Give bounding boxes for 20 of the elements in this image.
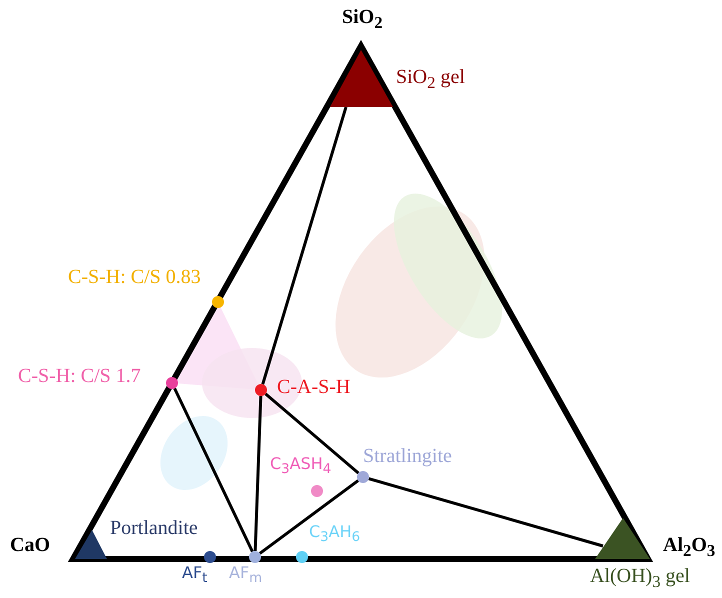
phase-label: Al(OH)$_{3}$ gel xyxy=(590,565,690,592)
phase-label: SiO$_{2}$ gel xyxy=(396,66,465,92)
tie-line xyxy=(254,396,262,552)
phase-label: C-A-S-H xyxy=(277,376,350,398)
oxide-corner-label: Al$_{2}$O$_{3}$ xyxy=(663,534,716,560)
phase-label: C-S-H: C/S 1.7 xyxy=(18,365,141,387)
phase-label: C$_{3}$ASH$_{4}$ xyxy=(270,455,332,478)
phase-label: C-S-H: C/S 0.83 xyxy=(68,266,201,288)
phase-label: AF$_{t}$ xyxy=(182,564,208,587)
phase-label: Stratlingite xyxy=(363,445,452,467)
tie-line xyxy=(261,106,348,385)
tie-line xyxy=(173,388,254,552)
tie-line xyxy=(368,477,604,548)
phase-label: C$_{3}$AH$_{6}$ xyxy=(309,523,360,546)
tie-line xyxy=(264,392,360,474)
tie-line xyxy=(258,479,360,555)
phase-label: AF$_{m}$ xyxy=(229,564,262,587)
phase-label: Portlandite xyxy=(110,517,198,539)
oxide-corner-label: CaO xyxy=(10,534,50,556)
oxide-corner-label: SiO$_{2}$ xyxy=(342,6,383,32)
